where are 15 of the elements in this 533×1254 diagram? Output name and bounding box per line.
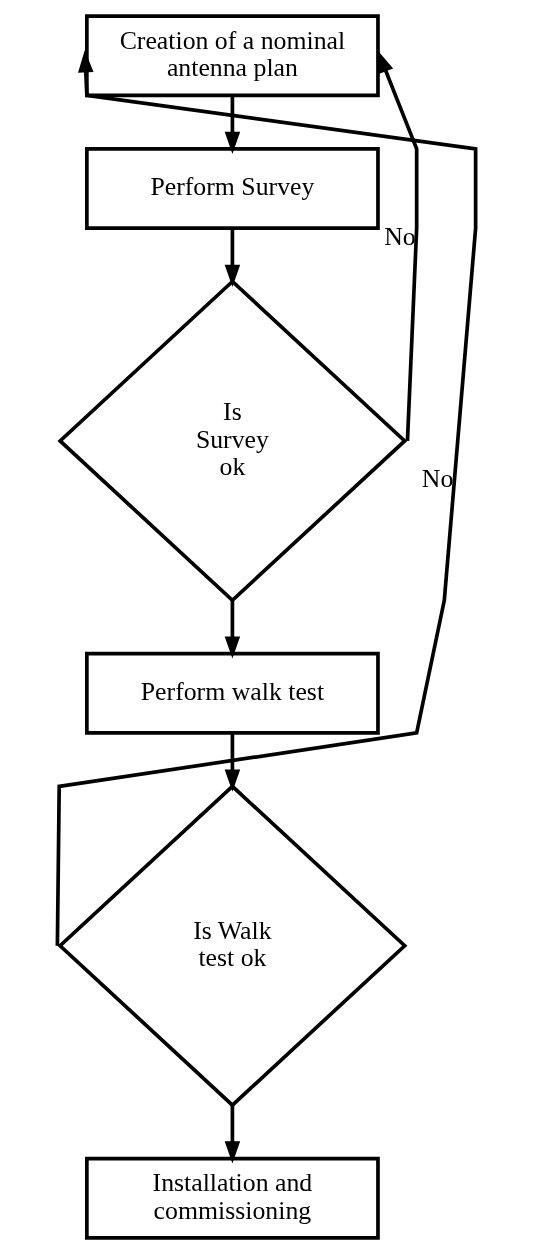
node-diamond: Is Walk test ok [57,783,408,1108]
node-box: Creation of a nominal antenna plan [85,14,380,98]
arrow [55,50,478,946]
node-box: Perform Survey [85,147,380,230]
edge-label: No [421,464,454,494]
arrow [224,601,241,659]
node-box: Installation and commissioning [85,1156,380,1240]
node-diamond: Is Survey ok [57,279,408,603]
arrow [224,1105,241,1164]
arrow [377,50,419,441]
edge-label: No [384,222,416,252]
arrow [224,228,241,287]
arrow [224,95,241,155]
node-box: Perform walk test [85,651,380,735]
arrow [224,732,241,792]
